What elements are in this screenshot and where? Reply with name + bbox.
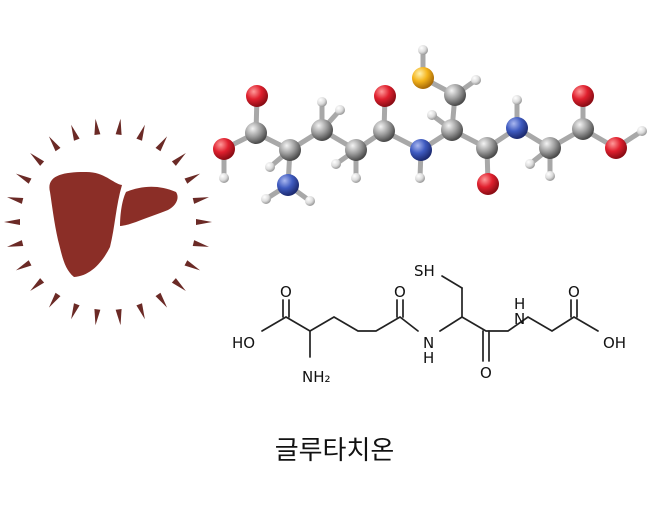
burst-ray (171, 153, 186, 166)
burst-ray (4, 219, 20, 225)
acid-oxygen-left: O (280, 283, 292, 301)
hydrogen-atom (305, 196, 315, 206)
burst-ray (48, 292, 61, 308)
carbon-atom (311, 119, 333, 141)
burst-ray (192, 240, 209, 247)
hydroxyl-right: OH (603, 334, 626, 352)
oxygen-atom (477, 173, 499, 195)
hydrogen-atom (545, 171, 555, 181)
burst-ray (136, 124, 145, 141)
oxygen-atom (605, 137, 627, 159)
burst-ray (94, 308, 101, 326)
hydroxyl-left: HO (232, 334, 255, 352)
hydrogen-atom (418, 45, 428, 55)
carbon-atom (444, 84, 466, 106)
burst-ray (94, 118, 101, 136)
amide-oxygen-2: O (480, 364, 492, 382)
nitrogen-atom (410, 139, 432, 161)
acid-oxygen-right: O (568, 283, 580, 301)
hydrogen-atom (335, 105, 345, 115)
liver-icon (49, 171, 178, 277)
nitrogen-atom (506, 117, 528, 139)
amine-label: NH₂ (302, 368, 331, 386)
sulfur-atom (412, 67, 434, 89)
burst-ray (192, 197, 209, 204)
hydrogen-atom (317, 97, 327, 107)
burst-ray (71, 124, 80, 141)
carbon-atom (245, 122, 267, 144)
oxygen-atom (374, 85, 396, 107)
hydrogen-atom (415, 173, 425, 183)
burst-ray (171, 278, 186, 291)
hydrogen-atom (261, 194, 271, 204)
burst-ray (15, 260, 32, 271)
amide-nh-2: H (514, 295, 525, 313)
radiating-burst (4, 118, 212, 326)
carbon-atom (539, 137, 561, 159)
oxygen-atom (572, 85, 594, 107)
amide-n-1: N (423, 334, 434, 352)
oxygen-atom (213, 138, 235, 160)
amide-n-2: N (514, 310, 525, 328)
burst-ray (115, 308, 122, 326)
oxygen-atom (246, 85, 268, 107)
hydrogen-atom (512, 95, 522, 105)
ball-and-stick-model (213, 45, 647, 206)
burst-ray (115, 118, 122, 136)
carbon-atom (279, 139, 301, 161)
burst-ray (136, 303, 145, 320)
carbon-atom (572, 118, 594, 140)
sh-label: SH (414, 262, 435, 280)
hydrogen-atom (219, 173, 229, 183)
burst-ray (196, 219, 212, 225)
formula-labels: SH O HO NH₂ O N H O N H O OH (232, 262, 626, 386)
burst-ray (48, 136, 61, 152)
burst-ray (184, 260, 201, 271)
hydrogen-atom (427, 110, 437, 120)
carbon-atom (373, 120, 395, 142)
burst-ray (30, 278, 45, 291)
burst-ray (7, 197, 24, 204)
burst-ray (155, 136, 168, 152)
hydrogen-atom (265, 162, 275, 172)
nitrogen-atom (277, 174, 299, 196)
hydrogen-atom (525, 159, 535, 169)
hydrogen-atom (331, 159, 341, 169)
skeletal-formula (261, 275, 599, 362)
hydrogen-atom (471, 75, 481, 85)
burst-ray (71, 303, 80, 320)
carbon-atom (441, 119, 463, 141)
amide-oxygen-1: O (394, 283, 406, 301)
amide-nh-1: H (423, 349, 434, 367)
caption: 글루타치온 (274, 436, 395, 466)
burst-ray (7, 240, 24, 247)
burst-ray (184, 173, 201, 184)
carbon-atom (476, 137, 498, 159)
burst-ray (15, 173, 32, 184)
burst-ray (155, 292, 168, 308)
carbon-atom (345, 139, 367, 161)
hydrogen-atom (351, 173, 361, 183)
burst-ray (30, 153, 45, 166)
hydrogen-atom (637, 126, 647, 136)
